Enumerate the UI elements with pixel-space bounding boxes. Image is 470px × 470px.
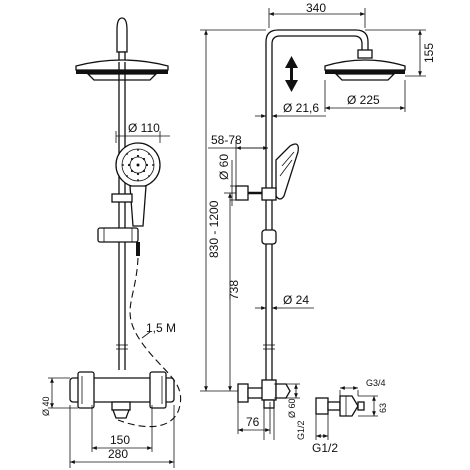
eccentric-connector-detail: G3/4 63 G1/2 (312, 378, 388, 455)
dim-pipe-diameter-top: Ø 21,6 (283, 101, 319, 115)
dim-hand-shower-diameter: Ø 110 (128, 121, 160, 135)
dim-connection-diameter: Ø 40 (41, 396, 51, 416)
slide-bracket-front (97, 193, 139, 243)
hose-front (117, 242, 182, 428)
side-view: 340 155 Ø 21,6 Ø 225 58-78 (200, 1, 436, 440)
dim-bracket-diameter: Ø 60 (217, 154, 231, 180)
thermostat-mixer-front (69, 371, 175, 419)
riser-pipe-front (116, 62, 128, 370)
dim-head-height: 155 (422, 43, 436, 63)
riser-pipe-side (263, 29, 369, 390)
detail-dimensions: G3/4 63 G1/2 (312, 378, 388, 455)
dim-spacing: 150 (110, 433, 130, 447)
overhead-shower-front (75, 17, 169, 81)
overhead-shower-side (324, 49, 406, 81)
hand-shower-side (275, 143, 299, 200)
dim-pipe-diameter: Ø 24 (283, 293, 309, 307)
dim-arm-length: 340 (306, 1, 326, 15)
height-adjust-arrow (285, 56, 298, 92)
dim-total-width: 280 (108, 447, 128, 461)
front-view: Ø 110 1,5 M Ø 40 150 280 (41, 17, 182, 468)
dim-thread-top: G3/4 (366, 378, 386, 388)
dim-depth: 76 (246, 415, 260, 429)
hand-shower-front (115, 142, 161, 227)
dim-lower-length: 738 (227, 280, 241, 300)
dim-head-diameter: Ø 225 (347, 93, 380, 107)
mixer-connection-side (237, 379, 291, 409)
dim-thread-bottom: G1/2 (312, 441, 338, 455)
dim-adjust-height: 830 - 1200 (207, 200, 221, 258)
wall-bracket-side (235, 185, 277, 245)
dim-escutcheon-diameter: Ø 60 (287, 398, 297, 418)
dim-detail-height: 63 (378, 403, 388, 413)
dim-hose-length: 1,5 M (146, 321, 176, 335)
front-dimensions: Ø 110 1,5 M Ø 40 150 280 (41, 121, 176, 468)
dim-bracket-range: 58-78 (211, 133, 242, 147)
spray-nozzles (122, 149, 154, 181)
side-dimensions: 340 155 Ø 21,6 Ø 225 58-78 (200, 1, 436, 440)
dim-thread-small: G1/2 (296, 420, 306, 440)
